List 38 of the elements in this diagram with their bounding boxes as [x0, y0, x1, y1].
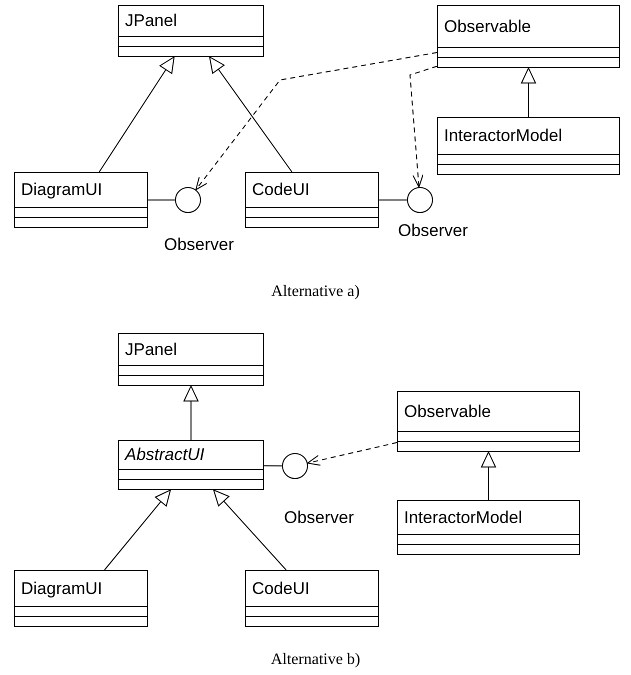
class-box [245, 570, 379, 627]
interface-label: Observer [164, 234, 234, 256]
class-name: DiagramUI [21, 578, 102, 600]
class-name: Observable [444, 16, 531, 38]
connector-line [264, 465, 282, 466]
interface-label: Observer [284, 507, 354, 528]
class-box [245, 172, 379, 228]
class-box [14, 570, 148, 627]
class-name: AbstractUI [125, 444, 204, 466]
generalization-arrow [104, 490, 171, 570]
class-name: JPanel [125, 10, 177, 32]
generalization-arrow [213, 490, 287, 570]
generalization-arrow [98, 56, 175, 172]
dependency-arrow [307, 442, 398, 466]
diagram-caption: Alternative a) [271, 282, 360, 302]
class-name: DiagramUI [21, 179, 102, 201]
class-box [118, 5, 264, 57]
dependency-arrow [195, 52, 438, 190]
generalization-arrow [184, 386, 198, 440]
class-name: JPanel [125, 338, 177, 360]
generalization-arrow [521, 68, 536, 118]
class-box [437, 5, 620, 68]
class-name: CodeUI [252, 578, 310, 600]
generalization-arrow [209, 56, 292, 172]
class-box [437, 117, 620, 175]
generalization-arrow [481, 452, 496, 500]
class-name: InteractorModel [404, 506, 522, 528]
class-box [397, 391, 580, 452]
interface-label: Observer [398, 220, 468, 242]
class-name: Observable [404, 400, 491, 422]
class-name: InteractorModel [444, 125, 562, 147]
class-box [14, 172, 148, 228]
class-name: CodeUI [252, 179, 310, 201]
class-box [118, 333, 264, 386]
class-box [397, 500, 580, 555]
diagram-caption: Alternative b) [270, 650, 360, 670]
dependency-arrow [409, 66, 438, 188]
class-box [118, 440, 264, 490]
